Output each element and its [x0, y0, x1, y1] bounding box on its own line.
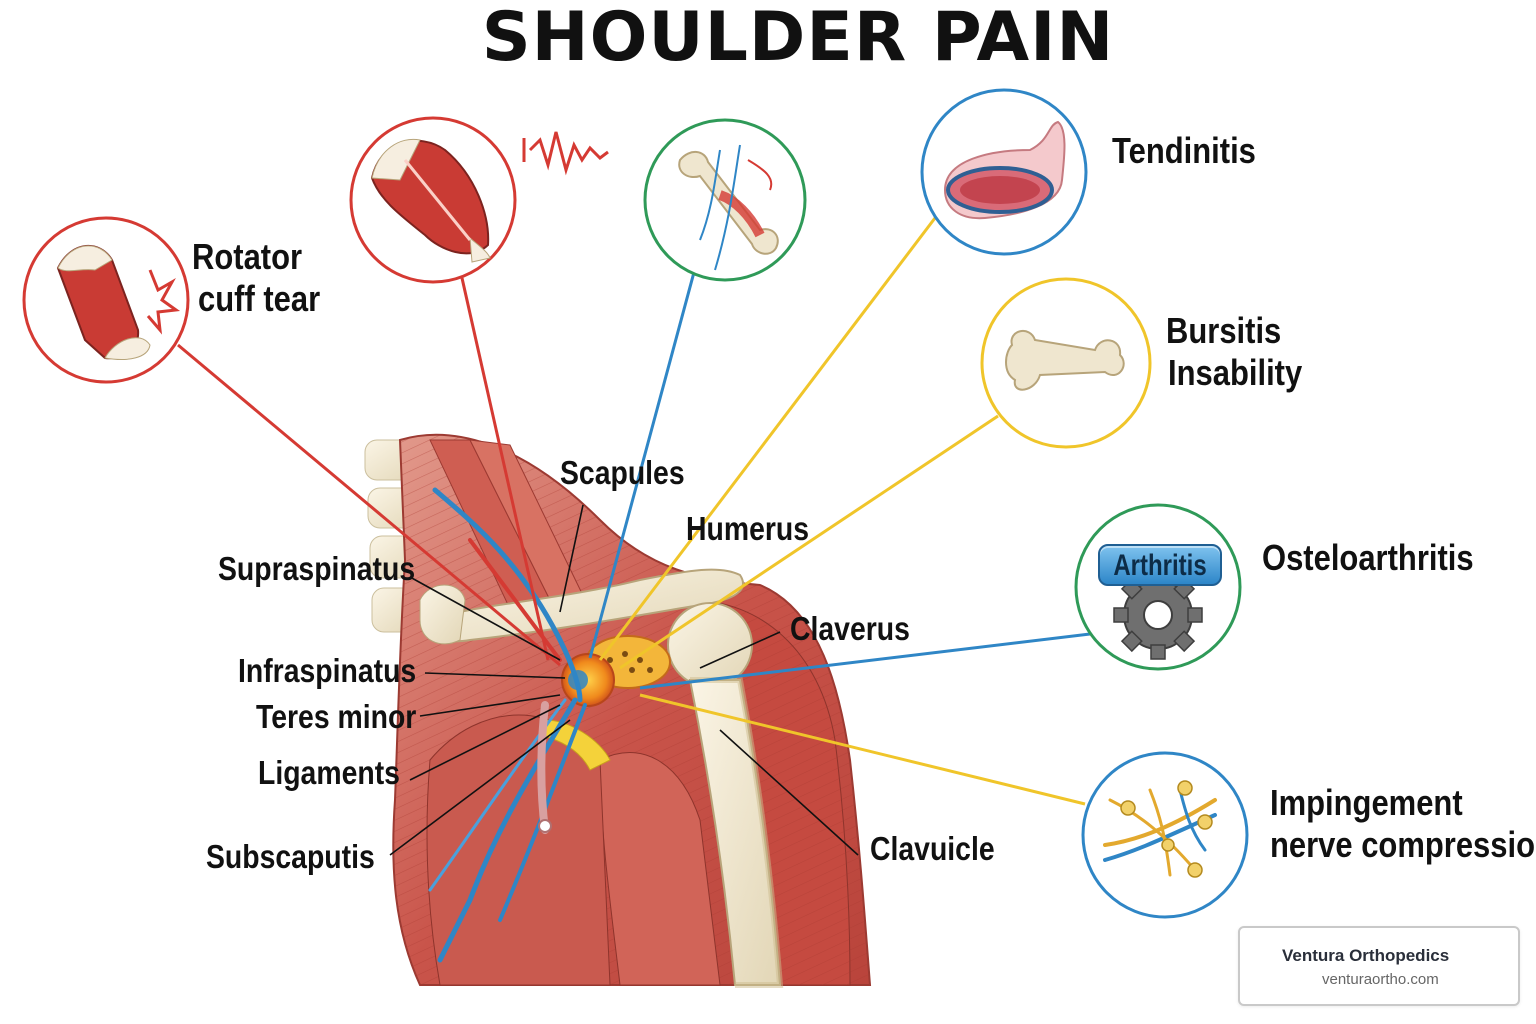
- rotator-cuff-tear-icon: [22, 216, 190, 384]
- label-humerus: Humerus: [686, 510, 810, 547]
- tendinitis-icon: [920, 88, 1088, 256]
- label-impingement: Impingement: [1270, 782, 1463, 823]
- leader-lines: [177, 217, 1091, 806]
- brand-url: venturaortho.com: [1322, 971, 1439, 988]
- gear-icon: [1074, 503, 1242, 671]
- label-ligaments: Ligaments: [258, 754, 400, 791]
- label-osteoarthritis: Osteloarthritis: [1262, 537, 1474, 578]
- torn-muscle-icon: [349, 116, 517, 284]
- anatomy-leader-lines: [389, 504, 859, 856]
- bone-icon: [980, 277, 1152, 449]
- label-instability: Insability: [1168, 352, 1303, 393]
- label-scapules: Scapules: [560, 454, 685, 491]
- fracture-icon: [643, 118, 807, 282]
- page-title: SHOULDER PAIN: [481, 0, 1115, 77]
- brand-card: Ventura Orthopedics venturaortho.com: [1238, 926, 1520, 1006]
- pain-zigzag-icon: [522, 131, 609, 176]
- clavicle-bone: [419, 568, 745, 645]
- label-tendinitis: Tendinitis: [1112, 130, 1256, 171]
- label-bursitis: Bursitis: [1166, 310, 1282, 351]
- label-subscaputis: Subscaputis: [206, 838, 375, 875]
- label-rotator-cuff-line1: Rotator: [192, 236, 303, 277]
- arthritis-badge: Arthritis: [1098, 544, 1222, 586]
- humerus-bone: [667, 602, 784, 988]
- arthritis-badge-label: Arthritis: [1113, 549, 1207, 582]
- label-rotator-cuff-line2: cuff tear: [198, 278, 321, 319]
- nerve-icon: [1081, 751, 1249, 919]
- label-nerve-compression: nerve compression: [1270, 824, 1536, 865]
- label-claverus: Claverus: [790, 610, 910, 647]
- brand-name: Ventura Orthopedics: [1282, 946, 1450, 965]
- label-teres-minor: Teres minor: [256, 698, 417, 735]
- label-infraspinatus: Infraspinatus: [238, 652, 417, 689]
- nerves-vessels: [428, 487, 587, 963]
- label-clavuicle: Clavuicle: [870, 830, 995, 867]
- label-supraspinatus: Supraspinatus: [218, 550, 416, 587]
